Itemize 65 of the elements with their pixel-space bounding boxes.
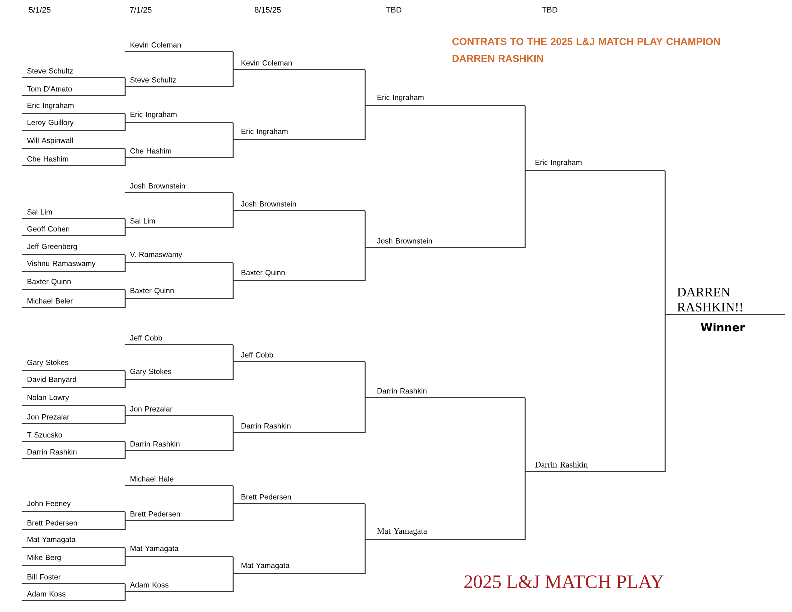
bracket-line: [364, 248, 366, 282]
bracket-line: [232, 344, 234, 362]
bracket-line: [232, 192, 234, 212]
bracket-line: [124, 592, 126, 602]
bracket-line: [124, 114, 126, 124]
bracket-line: [524, 398, 526, 472]
bracket-line: [232, 262, 234, 282]
round-date: 7/1/25: [130, 7, 152, 13]
bracket-line: [124, 450, 126, 460]
round-date: 5/1/25: [29, 7, 51, 13]
bracket-line: [124, 406, 126, 416]
bracket-line: [364, 504, 366, 540]
bracket-line: [124, 298, 126, 308]
bracket-line: [124, 122, 126, 132]
bracket-line: [232, 362, 234, 380]
round-date: TBD: [386, 7, 402, 13]
bracket-line: [232, 486, 234, 504]
bracket-line: [124, 254, 126, 264]
bracket-line: [124, 512, 126, 522]
bracket-line: [124, 380, 126, 388]
bracket-line: [124, 556, 126, 566]
bracket-line: [232, 122, 234, 140]
round-date: 8/15/25: [255, 7, 281, 13]
bracket-line: [124, 370, 126, 380]
bracket-line: [664, 170, 666, 316]
bracket-line: [124, 584, 126, 592]
winner-slot: DARREN RASHKIN!!: [664, 288, 786, 316]
bracket-line: [232, 432, 234, 452]
bracket-line: [232, 574, 234, 592]
bracket-line: [124, 262, 126, 272]
bracket-line: [364, 362, 366, 398]
bracket-line: [364, 540, 366, 574]
bracket-line: [124, 86, 126, 96]
bracket-line: [124, 158, 126, 166]
bracket-line: [124, 78, 126, 88]
heading-text: CONTRATS TO THE 2025 L&J MATCH PLAY CHAMPION DARREN RASHKIN: [452, 38, 720, 62]
bracket-line: [124, 520, 126, 530]
bracket-line: [364, 70, 366, 106]
bracket-line: [232, 140, 234, 158]
bracket-line: [124, 442, 126, 452]
bracket-line: [124, 416, 126, 424]
bracket-line: [524, 170, 526, 248]
bracket-line: [524, 106, 526, 172]
bracket-line: [364, 398, 366, 434]
bracket-line: [524, 472, 526, 540]
bracket-line: [124, 228, 126, 236]
bracket-line: [124, 148, 126, 158]
bracket-line: [232, 280, 234, 300]
bracket-line: [232, 52, 234, 70]
bracket-line: [232, 210, 234, 228]
title: 2025 L&J MATCH PLAY: [464, 576, 664, 588]
bracket-line: [124, 290, 126, 300]
bracket-line: [364, 210, 366, 248]
bracket-slot: Darrin Rashkin: [524, 462, 666, 472]
bracket-line: [232, 504, 234, 522]
bracket-slot: Mat Yamagata: [364, 528, 526, 540]
bracket-line: [232, 70, 234, 88]
bracket-line: [232, 416, 234, 434]
bracket-line: [232, 556, 234, 574]
winner-label: Winner: [701, 323, 746, 332]
bracket-line: [664, 314, 666, 472]
bracket-line: [124, 218, 126, 228]
bracket-line: [124, 548, 126, 558]
bracket-line: [364, 106, 366, 140]
round-date: TBD: [542, 7, 558, 13]
